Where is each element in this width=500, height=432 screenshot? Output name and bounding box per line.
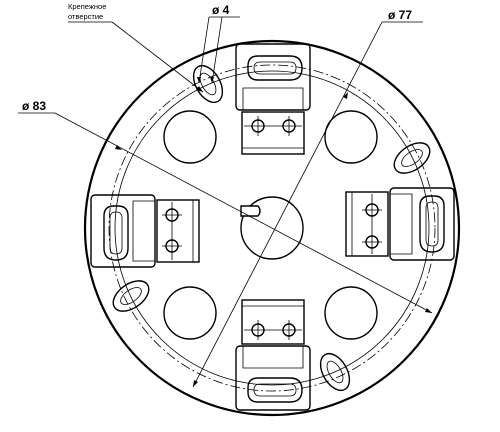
slot-hole-left: [112, 280, 150, 312]
slot-hole-top-left: [192, 64, 224, 104]
mount-hole-label-line2: отверстие: [68, 12, 103, 21]
slot-hole-right: [393, 142, 431, 174]
mount-hole-label-line1: Крепежное: [68, 2, 106, 11]
center-hole: [240, 196, 304, 260]
dimension-outer: ø 77: [192, 8, 423, 388]
clip-left: [90, 194, 200, 268]
dimension-pcd-label: ø 83: [22, 99, 46, 113]
dimension-hole: ø 4: [197, 3, 240, 84]
dimension-pcd: ø 83: [18, 99, 433, 314]
dimension-outer-label: ø 77: [388, 8, 412, 22]
clip-top: [235, 43, 311, 155]
round-cutout-bl: [163, 286, 217, 340]
dimension-hole-label: ø 4: [212, 3, 230, 17]
mount-hole-callout: Крепежное отверстие: [68, 2, 204, 93]
round-cutout-tl: [163, 110, 217, 164]
outer-disc: [83, 39, 461, 417]
clip-right: [345, 187, 455, 261]
slot-hole-bottom-right: [319, 352, 351, 392]
round-cutout-br: [324, 286, 378, 340]
inner-ring: [114, 70, 430, 386]
round-cutout-tr: [324, 110, 378, 164]
pitch-circle-dashed: [108, 64, 436, 392]
clip-bottom: [235, 299, 311, 411]
